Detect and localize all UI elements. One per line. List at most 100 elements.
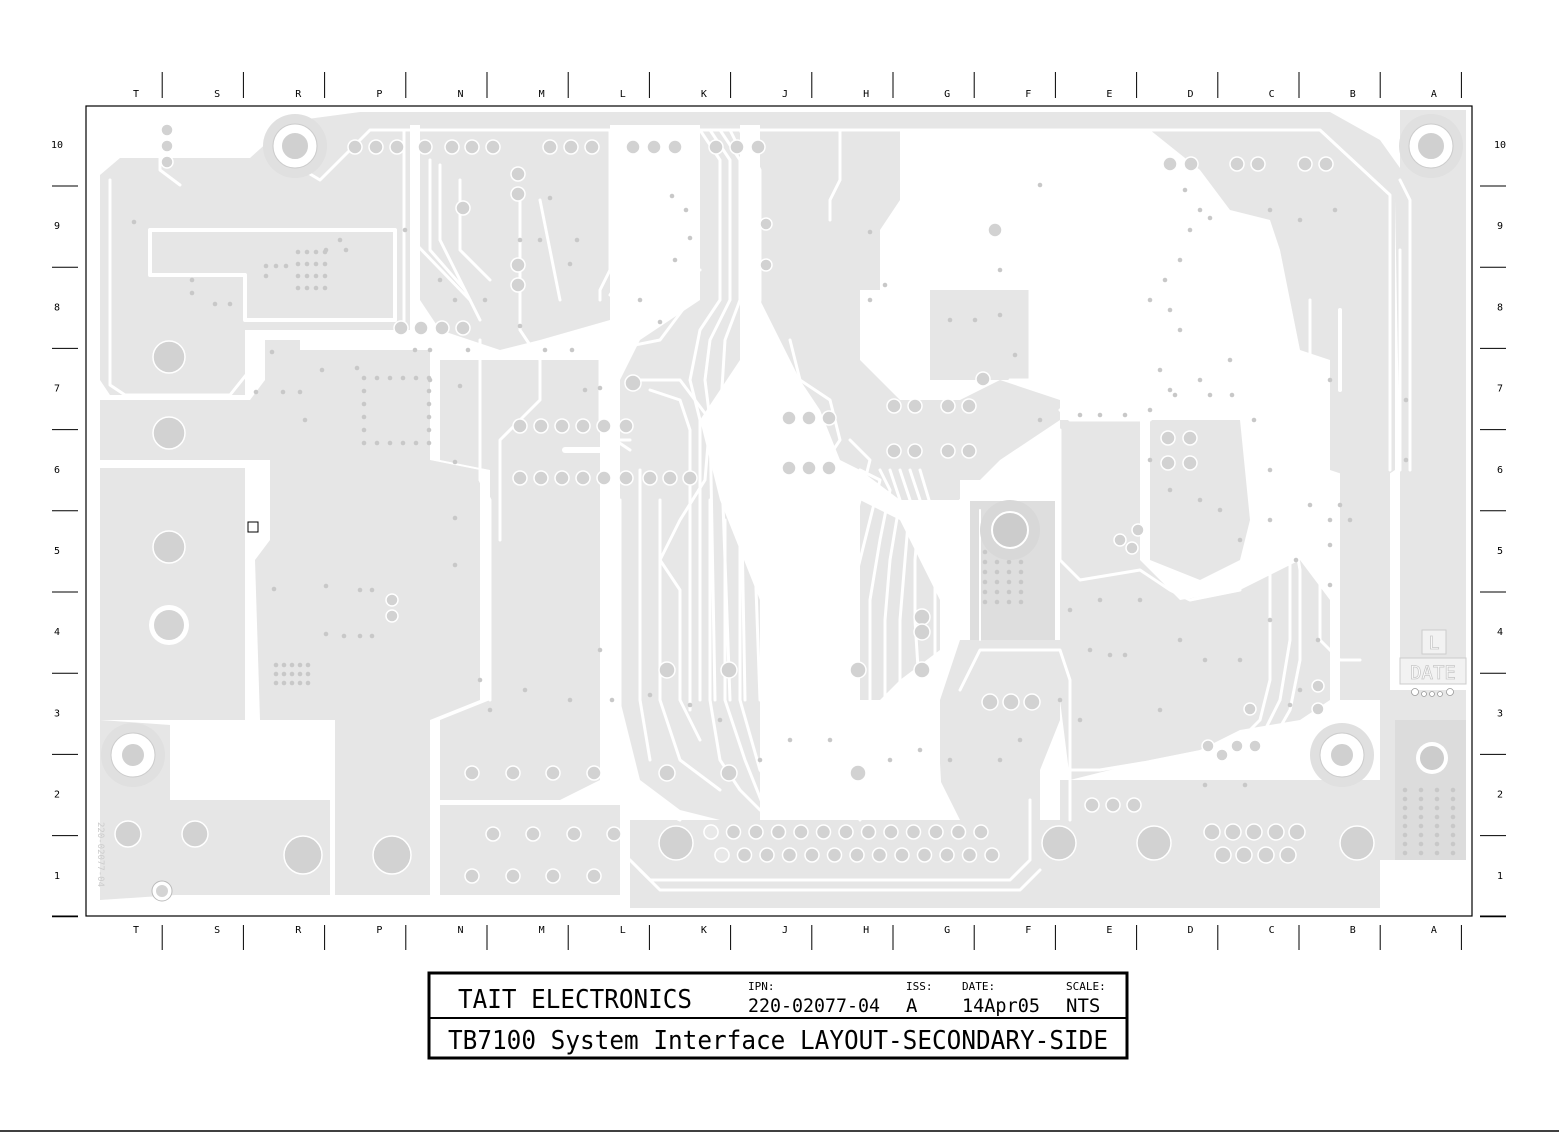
row-label-right: 7: [1497, 384, 1503, 395]
column-label-top: M: [539, 89, 545, 100]
pad: [385, 609, 399, 623]
pad: [1229, 156, 1245, 172]
via: [522, 687, 528, 693]
via: [1402, 841, 1408, 847]
pad: [1224, 823, 1242, 841]
via: [887, 757, 893, 763]
via: [1197, 377, 1203, 383]
pad: [1126, 797, 1142, 813]
pad: [729, 139, 745, 155]
pad: [759, 217, 773, 231]
pad: [385, 593, 399, 607]
via: [297, 680, 303, 686]
pad: [826, 847, 843, 863]
pad: [160, 139, 174, 153]
column-label-bottom: H: [863, 925, 869, 936]
via: [687, 702, 693, 708]
column-label-bottom: J: [782, 925, 788, 936]
via: [1402, 814, 1408, 820]
pad: [736, 847, 753, 863]
pad: [1214, 846, 1232, 864]
pad: [505, 765, 521, 781]
pad: [1182, 455, 1198, 471]
via: [1434, 850, 1440, 856]
pad: [759, 258, 773, 272]
via: [1450, 832, 1456, 838]
pad: [821, 460, 837, 476]
via: [1006, 599, 1012, 605]
via: [542, 347, 548, 353]
pad: [703, 824, 719, 840]
via: [517, 237, 523, 243]
column-label-top: T: [133, 89, 139, 100]
row-label-left: 1: [54, 871, 60, 882]
via: [1177, 637, 1183, 643]
column-label-bottom: C: [1269, 925, 1275, 936]
pad: [1318, 156, 1334, 172]
via: [361, 375, 367, 381]
via: [867, 297, 873, 303]
via: [1402, 805, 1408, 811]
pad: [1279, 846, 1297, 864]
via: [1297, 687, 1303, 693]
pad: [750, 139, 766, 155]
via: [1157, 367, 1163, 373]
via: [1327, 542, 1333, 548]
column-label-bottom: R: [295, 925, 302, 936]
pad: [152, 530, 186, 564]
via: [1227, 357, 1233, 363]
via: [1006, 589, 1012, 595]
row-label-right: 1: [1497, 871, 1503, 882]
via: [1202, 782, 1208, 788]
pad: [667, 139, 683, 155]
via: [1418, 832, 1424, 838]
row-label-right: 8: [1497, 302, 1503, 313]
pad: [1257, 846, 1275, 864]
pad: [1002, 693, 1020, 711]
via: [281, 680, 287, 686]
via: [1450, 841, 1456, 847]
row-label-right: 3: [1497, 708, 1503, 719]
pad: [1160, 430, 1176, 446]
via: [263, 273, 269, 279]
pad: [1297, 156, 1313, 172]
via: [437, 277, 443, 283]
pad: [1201, 739, 1215, 753]
layer-marker-label: L: [1429, 633, 1440, 654]
via: [1018, 559, 1024, 565]
column-label-top: C: [1269, 89, 1275, 100]
pad: [575, 418, 591, 434]
via: [273, 680, 279, 686]
via: [263, 263, 269, 269]
column-label-top: H: [863, 89, 869, 100]
via: [412, 347, 418, 353]
column-label-top: G: [944, 89, 950, 100]
via: [1402, 850, 1408, 856]
pad: [160, 155, 174, 169]
pad: [389, 139, 405, 155]
via: [227, 301, 233, 307]
via: [313, 273, 319, 279]
pad: [575, 470, 591, 486]
pad: [372, 835, 412, 875]
via: [304, 285, 310, 291]
via: [374, 375, 380, 381]
via: [1077, 717, 1083, 723]
column-label-top: A: [1431, 89, 1437, 100]
board-silk-id: 220-02077-04: [95, 822, 105, 887]
pad: [393, 320, 409, 336]
pad: [525, 826, 541, 842]
via: [313, 285, 319, 291]
pad: [759, 847, 775, 863]
via: [1267, 517, 1273, 523]
pad: [886, 398, 902, 414]
via: [273, 662, 279, 668]
via: [1237, 537, 1243, 543]
via: [361, 427, 367, 433]
via: [1182, 187, 1188, 193]
via: [1418, 823, 1424, 829]
pad: [984, 847, 1000, 863]
pad: [804, 847, 820, 863]
pad: [542, 139, 558, 155]
pad: [563, 139, 579, 155]
